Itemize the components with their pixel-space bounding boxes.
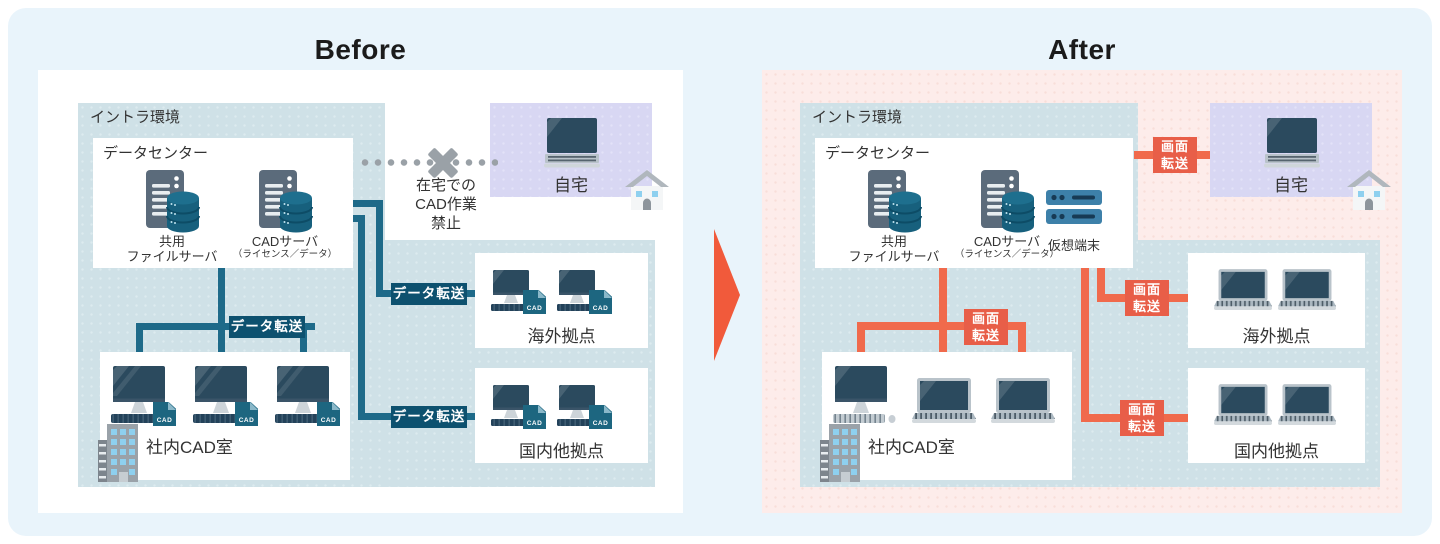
before-line-overseas-h1 xyxy=(353,200,383,207)
after-screen-badge-overseas: 画面転送 xyxy=(1125,280,1169,316)
file-server-line2: ファイルサーバ xyxy=(848,248,940,264)
office-building-icon xyxy=(820,424,860,482)
ban-line1: 在宅での xyxy=(415,177,476,194)
before-transfer-badge-overseas: データ転送 xyxy=(391,283,467,305)
ban-line2: CAD作業 xyxy=(415,195,477,213)
file-fold xyxy=(604,405,612,413)
file-fold xyxy=(538,290,546,298)
file-server-line1: 共用 xyxy=(880,234,907,249)
before-home-label: 自宅 xyxy=(554,176,588,195)
cad-file-icon: CAD xyxy=(589,405,612,429)
before-domestic-label: 国内他拠点 xyxy=(519,442,604,461)
before-transfer-badge-cadroom: データ転送 xyxy=(229,316,305,338)
before-datacenter-label: データセンター xyxy=(103,145,209,162)
file-fold xyxy=(604,290,612,298)
prohibition-x-icon xyxy=(425,145,461,181)
before-to-after-arrow xyxy=(714,229,740,361)
cad-server-icon xyxy=(981,170,1035,234)
file-fold xyxy=(332,402,340,410)
cad-server-line2: （ライセンス／データ） xyxy=(232,248,338,260)
after-line-drop3 xyxy=(1018,326,1026,368)
house-icon xyxy=(625,170,669,212)
file-fold xyxy=(168,402,176,410)
cad-server-line1: CADサーバ xyxy=(251,234,319,249)
laptop-icon xyxy=(1278,384,1336,426)
after-intranet-label: イントラ環境 xyxy=(812,109,903,126)
laptop-icon xyxy=(991,378,1055,424)
file-server-line2: ファイルサーバ xyxy=(126,248,218,264)
after-file-server-label: 共用 ファイルサーバ xyxy=(824,234,964,265)
file-server-line1: 共用 xyxy=(158,234,185,249)
cad-server-line2: （ライセンス／データ） xyxy=(954,248,1060,260)
cad-file-icon: CAD xyxy=(589,290,612,314)
cad-file-icon: CAD xyxy=(153,402,176,426)
cad-server-line1: CADサーバ xyxy=(973,234,1041,249)
before-domestic-box xyxy=(475,368,648,463)
before-transfer-badge-domestic: データ転送 xyxy=(391,406,467,428)
before-overseas-box xyxy=(475,253,648,348)
after-overseas-label: 海外拠点 xyxy=(1242,327,1311,346)
before-line-domestic-v xyxy=(358,215,365,420)
after-title: After xyxy=(1048,34,1116,65)
after-screen-badge-home: 画面転送 xyxy=(1153,137,1197,173)
before-overseas-label: 海外拠点 xyxy=(527,327,596,346)
file-fold xyxy=(538,405,546,413)
house-icon xyxy=(1347,170,1391,212)
after-virtual-terminal-label: 仮想端末 xyxy=(1047,238,1100,253)
before-line-overseas-v xyxy=(376,200,383,297)
after-cad-server-label: CADサーバ （ライセンス／データ） xyxy=(937,234,1077,261)
virtual-terminal-icon xyxy=(1046,190,1102,224)
cad-file-icon: CAD xyxy=(235,402,258,426)
before-cad-server-label: CADサーバ （ライセンス／データ） xyxy=(215,234,355,261)
after-line-drop1 xyxy=(857,326,865,368)
after-home-label: 自宅 xyxy=(1274,176,1308,195)
after-datacenter-label: データセンター xyxy=(825,145,931,162)
file-fold xyxy=(250,402,258,410)
after-cadroom-label: 社内CAD室 xyxy=(868,438,955,457)
laptop-icon xyxy=(912,378,976,424)
diagram-background: Before イントラ環境 データセンター 共用 ファイルサーバ CADサーバ … xyxy=(8,8,1432,536)
after-screen-badge-cadroom: 画面転送 xyxy=(964,309,1008,345)
laptop-icon xyxy=(1214,269,1272,311)
after-line-domestic-v xyxy=(1081,268,1089,422)
cad-file-icon: CAD xyxy=(523,405,546,429)
after-line-overseas-v xyxy=(1097,268,1105,302)
laptop-icon xyxy=(1214,384,1272,426)
after-line-cadroom-h xyxy=(857,322,1026,330)
before-line-cadroom-v xyxy=(218,268,225,368)
after-domestic-label: 国内他拠点 xyxy=(1234,442,1319,461)
file-server-icon xyxy=(146,170,200,234)
laptop-icon xyxy=(1264,118,1320,168)
office-building-icon xyxy=(98,424,138,482)
before-file-server-label: 共用 ファイルサーバ xyxy=(102,234,242,265)
before-line-drop3 xyxy=(300,326,307,368)
ban-line3: 禁止 xyxy=(430,214,461,232)
cad-file-icon: CAD xyxy=(317,402,340,426)
after-screen-badge-domestic: 画面転送 xyxy=(1120,400,1164,436)
file-server-icon xyxy=(868,170,922,234)
laptop-icon xyxy=(1278,269,1336,311)
prohibited-connection-line xyxy=(361,158,498,167)
before-intranet-label: イントラ環境 xyxy=(90,109,181,126)
after-overseas-box xyxy=(1188,253,1365,348)
cad-file-icon: CAD xyxy=(523,290,546,314)
before-cadroom-label: 社内CAD室 xyxy=(146,438,233,457)
cad-server-icon xyxy=(259,170,313,234)
before-line-drop1 xyxy=(136,326,143,368)
before-line-cadroom-h xyxy=(136,323,315,330)
after-line-cadroom-v xyxy=(939,268,947,368)
laptop-icon xyxy=(544,118,600,168)
after-domestic-box xyxy=(1188,368,1365,463)
desktop-pc-icon xyxy=(831,366,897,424)
before-title: Before xyxy=(314,34,407,65)
before-ban-text: 在宅での CAD作業 禁止 xyxy=(384,177,508,233)
